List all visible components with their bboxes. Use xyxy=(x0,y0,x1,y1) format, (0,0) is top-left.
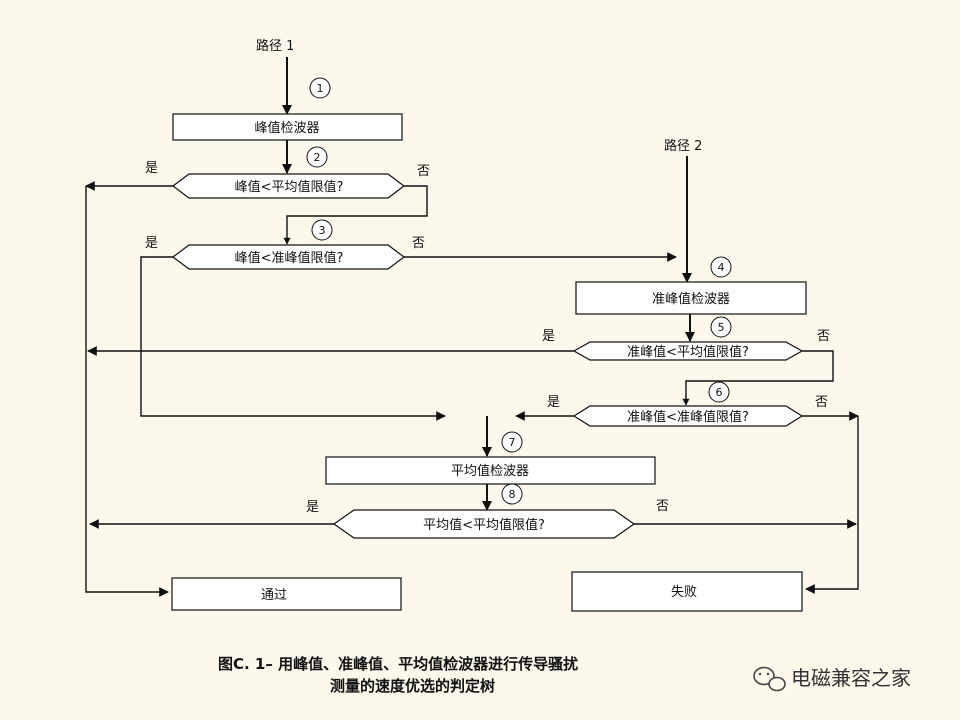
step-7-number: 7 xyxy=(509,436,516,449)
step-2-number: 2 xyxy=(314,151,321,164)
d1-yes-label: 是 xyxy=(145,161,158,176)
pass-box: 通过 xyxy=(171,577,402,611)
decision-qp-avg: 准峰值<平均值限值? xyxy=(572,341,804,361)
decision-peak-avg: 峰值<平均值限值? xyxy=(172,173,405,199)
d4-no-label: 否 xyxy=(815,395,828,410)
d4-yes-label: 是 xyxy=(547,395,560,410)
d5-no-label: 否 xyxy=(656,499,669,514)
step-2-circle xyxy=(306,146,328,168)
step-3-number: 3 xyxy=(319,224,326,237)
watermark-text: 电磁兼容之家 xyxy=(791,666,911,690)
decision-avg-avg-label: 平均值<平均值限值? xyxy=(423,517,545,533)
path2-label: 路径 2 xyxy=(664,138,702,154)
step-3-circle xyxy=(311,219,333,241)
avg-detector-box: 平均值检波器 xyxy=(325,456,656,485)
decision-peak-avg-label: 峰值<平均值限值? xyxy=(235,179,344,195)
d3-no-label: 否 xyxy=(817,329,830,344)
decision-qp-avg-label: 准峰值<平均值限值? xyxy=(627,344,749,360)
caption-line-2: 测量的速度优选的判定树 xyxy=(330,677,495,695)
decision-avg-avg: 平均值<平均值限值? xyxy=(332,509,636,539)
d2-yes-label: 是 xyxy=(145,236,158,251)
d3-yes-label: 是 xyxy=(542,329,555,344)
d1-no-label: 否 xyxy=(417,164,430,179)
peak-detector-box: 峰值检波器 xyxy=(172,113,403,141)
step-5-number: 5 xyxy=(718,321,725,334)
step-7-circle xyxy=(501,431,523,453)
pass-label: 通过 xyxy=(261,588,287,603)
avg-detector-label: 平均值检波器 xyxy=(451,463,529,479)
decision-qp-qp: 准峰值<准峰值限值? xyxy=(572,405,804,427)
qp-detector-label: 准峰值检波器 xyxy=(652,291,730,307)
decision-peak-qp-label: 峰值<准峰值限值? xyxy=(235,250,344,266)
d2-no-label: 否 xyxy=(412,236,425,251)
step-5-circle xyxy=(710,316,732,338)
edge-left-rail-to-pass xyxy=(85,186,169,597)
fail-box: 失败 xyxy=(571,571,803,612)
peak-detector-label: 峰值检波器 xyxy=(254,120,319,136)
decision-peak-qp: 峰值<准峰值限值? xyxy=(172,244,405,270)
watermark: 电磁兼容之家 xyxy=(753,666,911,692)
step-8-circle xyxy=(501,483,523,505)
edge-right-rail-to-fail xyxy=(805,416,859,594)
fail-label: 失败 xyxy=(671,585,697,600)
step-4-circle xyxy=(710,256,732,278)
path1-label: 路径 1 xyxy=(256,38,294,54)
step-1-number: 1 xyxy=(317,82,324,95)
decision-qp-qp-label: 准峰值<准峰值限值? xyxy=(627,409,749,425)
d5-yes-label: 是 xyxy=(306,500,319,515)
step-8-number: 8 xyxy=(509,488,516,501)
step-4-number: 4 xyxy=(718,261,725,274)
caption-line-1: 图C. 1– 用峰值、准峰值、平均值检波器进行传导骚扰 xyxy=(218,655,578,673)
edge-d3-no xyxy=(682,350,834,406)
qp-detector-box: 准峰值检波器 xyxy=(575,281,807,315)
step-6-circle xyxy=(708,381,730,403)
edge-d1-no xyxy=(283,185,428,245)
step-6-number: 6 xyxy=(716,386,723,399)
step-1-circle xyxy=(309,77,331,99)
wechat-icon xyxy=(753,666,786,692)
edge-d2-yes xyxy=(140,256,446,421)
